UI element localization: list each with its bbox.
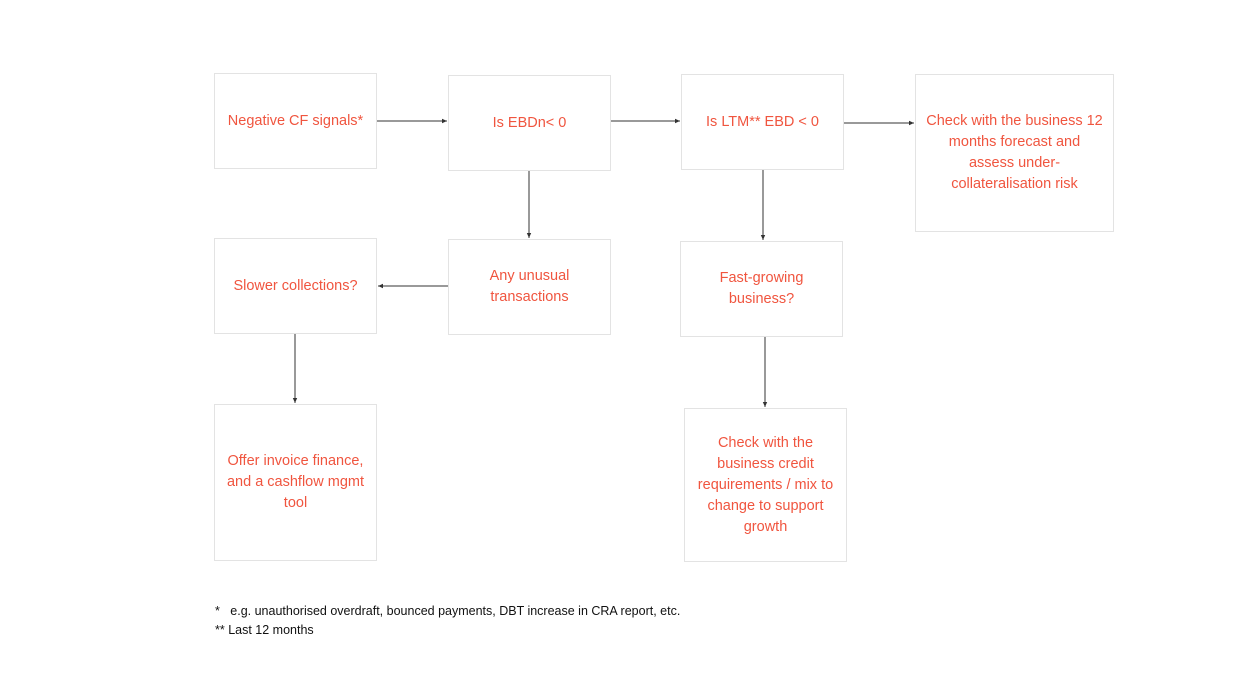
node-unusual-transactions-label: Any unusual transactions: [489, 268, 570, 305]
node-slower-collections: Slower collections?: [214, 238, 377, 334]
node-negative-cf-signals: Negative CF signals*: [214, 73, 377, 169]
node-is-ebdn-label: Is EBDn< 0: [492, 114, 567, 131]
node-offer-invoice-finance-label: Offer invoice finance, and a cashflow mg…: [226, 453, 364, 511]
node-fast-growing-business-label: Fast-growing business?: [719, 270, 804, 307]
node-unusual-transactions: Any unusual transactions: [448, 239, 611, 335]
node-is-ltm-ebd: Is LTM** EBD < 0: [681, 74, 844, 170]
footnotes: * e.g. unauthorised overdraft, bounced p…: [215, 602, 680, 640]
node-check-forecast: Check with the business 12 months foreca…: [915, 74, 1114, 232]
node-slower-collections-label: Slower collections?: [233, 277, 358, 294]
node-check-credit-requirements-label: Check with the business credit requireme…: [697, 434, 834, 535]
footnote-ltm: ** Last 12 months: [215, 623, 314, 637]
node-check-forecast-label: Check with the business 12 months foreca…: [926, 113, 1103, 192]
node-is-ebdn: Is EBDn< 0: [448, 75, 611, 171]
node-fast-growing-business: Fast-growing business?: [680, 241, 843, 337]
node-is-ltm-ebd-label: Is LTM** EBD < 0: [706, 113, 819, 130]
node-check-credit-requirements: Check with the business credit requireme…: [684, 408, 847, 562]
node-offer-invoice-finance: Offer invoice finance, and a cashflow mg…: [214, 404, 377, 561]
footnote-signals: * e.g. unauthorised overdraft, bounced p…: [215, 604, 681, 618]
node-negative-cf-signals-label: Negative CF signals*: [227, 112, 364, 129]
